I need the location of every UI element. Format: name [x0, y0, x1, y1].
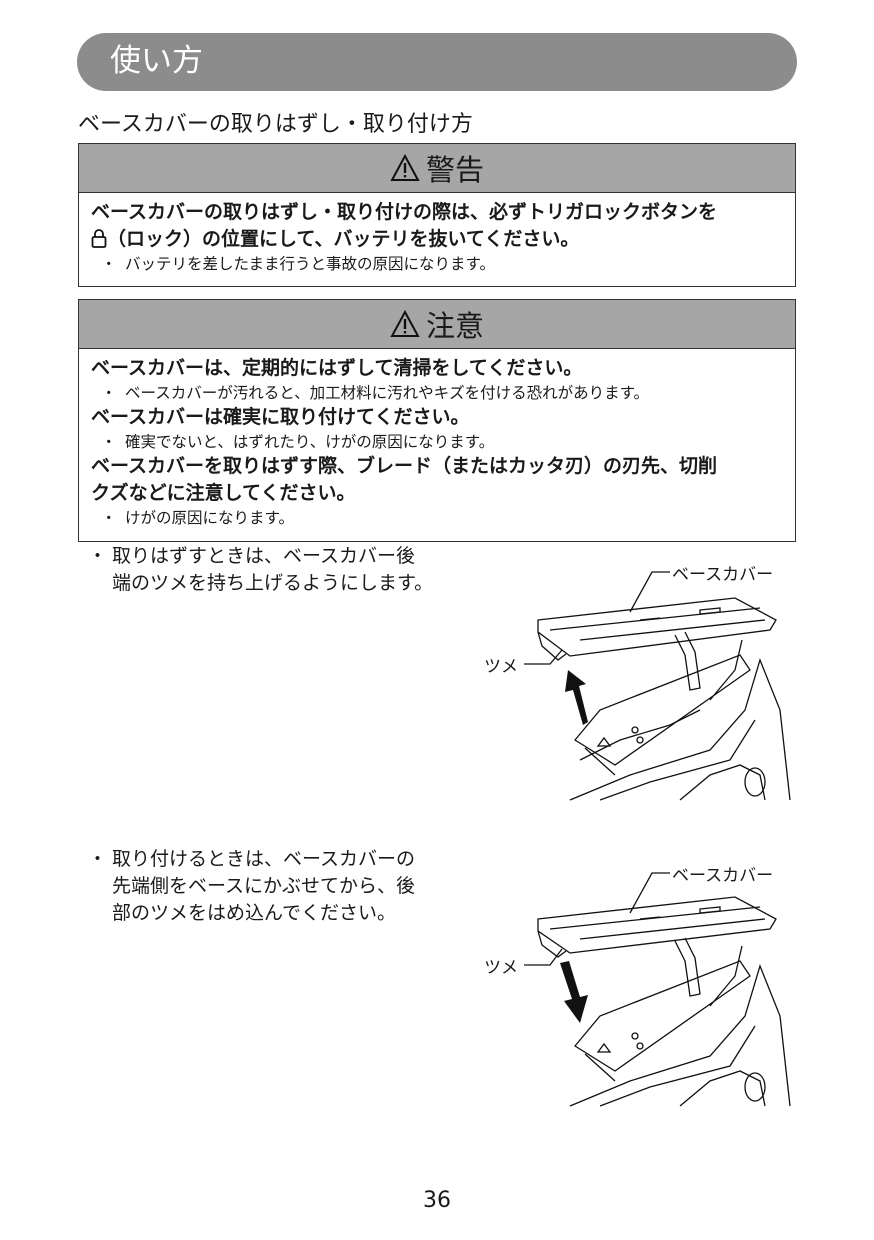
caution-item-3-line-1: ベースカバーを取りはずす際、ブレード（またはカッタ刃）の刃先、切削 — [91, 455, 718, 477]
caution-box: 注意 ベースカバーは、定期的にはずして清掃をしてください。 ・ベースカバーが汚れ… — [78, 299, 796, 542]
figure-attach-base-cover — [524, 872, 791, 1107]
attach-instruction: ・取り付けるときは、ベースカバーの 先端側をベースにかぶせてから、後 部のツメを… — [88, 846, 415, 927]
warning-line-2: （ロック）の位置にして、バッテリを抜いてください。 — [91, 226, 783, 253]
section-title: ベースカバーの取りはずし・取り付け方 — [78, 112, 473, 137]
warning-note-text: バッテリを差したまま行うと事故の原因になります。 — [125, 255, 495, 273]
bullet: ・ — [101, 433, 117, 451]
warning-box: 警告 ベースカバーの取りはずし・取り付けの際は、必ずトリガロックボタンを （ロッ… — [78, 143, 796, 287]
header-bar: 使い方 — [77, 33, 797, 91]
warning-note: ・バッテリを差したまま行うと事故の原因になります。 — [91, 253, 783, 275]
bullet: ・ — [88, 545, 108, 567]
caution-item-2-note: ・確実でないと、はずれたり、けがの原因になります。 — [91, 431, 783, 453]
warning-body: ベースカバーの取りはずし・取り付けの際は、必ずトリガロックボタンを （ロック）の… — [79, 193, 795, 281]
attach-line-1: 取り付けるときは、ベースカバーの — [112, 848, 416, 870]
caution-heading: 注意 — [79, 300, 795, 349]
figure-remove-base-cover — [524, 571, 791, 801]
warning-line-2-text: （ロック）の位置にして、バッテリを抜いてください。 — [107, 228, 580, 250]
warning-triangle-icon — [390, 154, 420, 181]
bullet: ・ — [88, 848, 108, 870]
arrow-up-icon — [565, 670, 588, 725]
caution-item-3-line-2: クズなどに注意してください。 — [91, 482, 356, 504]
attach-line-3: 部のツメをはめ込んでください。 — [112, 902, 397, 924]
caution-heading-text: 注意 — [425, 309, 484, 343]
bullet: ・ — [101, 255, 117, 273]
remove-line-2: 端のツメを持ち上げるようにします。 — [112, 572, 434, 594]
page-title: 使い方 — [110, 43, 203, 79]
caution-item-3-note-text: けがの原因になります。 — [125, 509, 294, 527]
remove-line-1: 取りはずすときは、ベースカバー後 — [112, 545, 416, 567]
attach-line-2: 先端側をベースにかぶせてから、後 — [112, 875, 416, 897]
caution-item-2-line: ベースカバーは確実に取り付けてください。 — [91, 406, 470, 428]
bullet: ・ — [101, 384, 117, 402]
warning-heading-text: 警告 — [425, 153, 484, 187]
caution-item-3-note: ・けがの原因になります。 — [91, 507, 783, 529]
caution-item-2-note-text: 確実でないと、はずれたり、けがの原因になります。 — [125, 433, 495, 451]
caution-item-1-note-text: ベースカバーが汚れると、加工材料に汚れやキズを付ける恐れがあります。 — [125, 384, 650, 402]
figure-1-label-base-cover: ベースカバー — [672, 565, 774, 585]
figure-1-label-tab: ツメ — [484, 657, 518, 677]
warning-triangle-icon — [390, 310, 420, 337]
warning-line-1: ベースカバーの取りはずし・取り付けの際は、必ずトリガロックボタンを — [91, 201, 718, 223]
figure-2-label-tab: ツメ — [484, 958, 518, 978]
caution-item-1-note: ・ベースカバーが汚れると、加工材料に汚れやキズを付ける恐れがあります。 — [91, 382, 783, 404]
remove-instruction: ・取りはずすときは、ベースカバー後 端のツメを持ち上げるようにします。 — [88, 543, 433, 597]
figure-2-label-base-cover: ベースカバー — [672, 866, 774, 886]
page-number: 36 — [423, 1188, 451, 1213]
warning-heading: 警告 — [79, 144, 795, 193]
caution-body: ベースカバーは、定期的にはずして清掃をしてください。 ・ベースカバーが汚れると、… — [79, 349, 795, 535]
caution-item-1-line: ベースカバーは、定期的にはずして清掃をしてください。 — [91, 357, 583, 379]
bullet: ・ — [101, 509, 117, 527]
lock-icon — [91, 229, 107, 248]
arrow-down-icon — [560, 961, 588, 1023]
